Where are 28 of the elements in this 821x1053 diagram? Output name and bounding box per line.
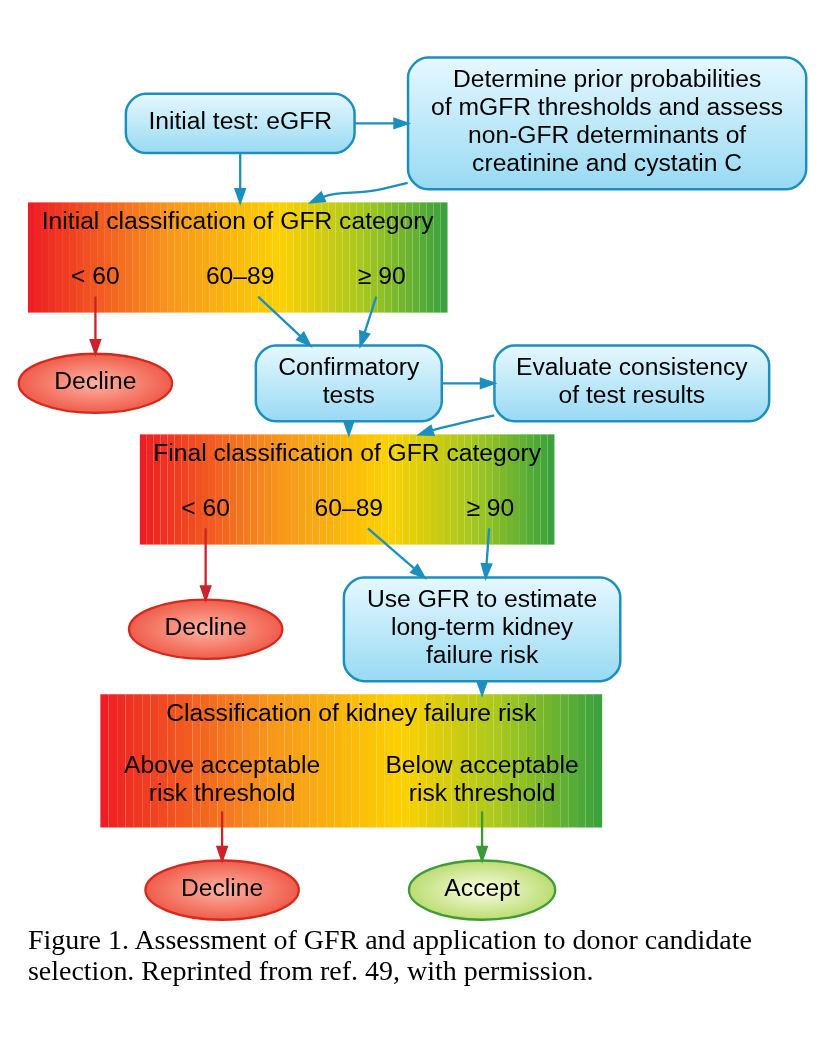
arrow [233, 153, 247, 206]
arrow [442, 377, 498, 390]
node-box: Initial test: eGFR [124, 92, 356, 155]
arrow [257, 295, 313, 348]
arrow [480, 528, 493, 581]
node-text: Below acceptable risk threshold [385, 751, 579, 807]
node-text: Above acceptable risk threshold [124, 751, 321, 807]
node-ellipse: Decline [144, 859, 300, 921]
arrow [89, 296, 102, 357]
arrow [199, 528, 212, 603]
node-ellipse: Decline [17, 352, 174, 415]
node-box: Determine prior probabilities of mGFR thresholds and assess non-GFR determinants of creatinine and cystatin C [406, 56, 808, 191]
node-text: < 60 [71, 261, 120, 289]
caption: Figure 1. Assessment of GFR and application to donor candidate selection. Reprinted from ref. 49, with permission. [27, 923, 752, 986]
node-text: 60–89 [314, 493, 384, 521]
node-text: ≥ 90 [357, 261, 406, 289]
arrow [307, 181, 408, 204]
arrow [354, 117, 412, 130]
node-text: 60–89 [205, 261, 275, 289]
node-ellipse: Decline [127, 598, 284, 661]
arrow [215, 811, 229, 864]
node-ellipse: Accept [407, 859, 557, 921]
arrow [367, 527, 427, 580]
arrow [416, 414, 495, 436]
node-text: < 60 [181, 493, 230, 521]
arrow [475, 811, 489, 864]
node-box: Evaluate consistency of test results [493, 344, 771, 423]
node-text: ≥ 90 [466, 493, 515, 521]
